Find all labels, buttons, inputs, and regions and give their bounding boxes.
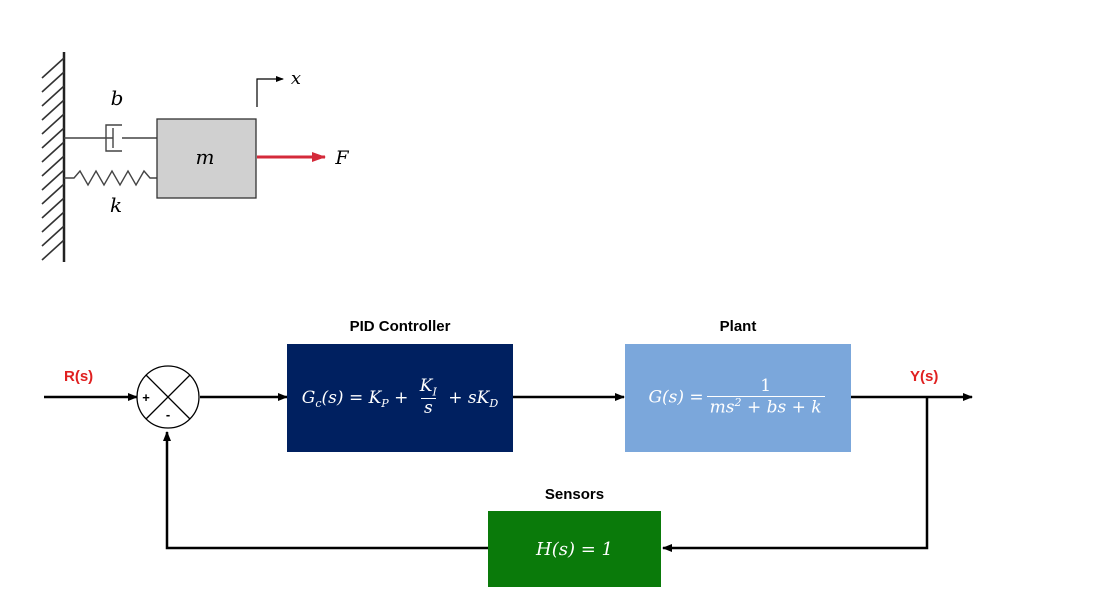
- sum-minus-sign: -: [166, 407, 170, 422]
- displacement-label: x: [291, 68, 301, 89]
- plant-den-rest: + bs + k: [741, 397, 822, 418]
- controller-lhs: G: [301, 387, 316, 408]
- kp-sub: P: [381, 396, 389, 410]
- plant-block: G(s) = 1 ms2 + bs + k: [625, 344, 851, 452]
- damper: [64, 124, 157, 152]
- controller-lhs-arg: (s) = K: [321, 387, 382, 408]
- ki-num: K: [419, 375, 433, 396]
- plant-lhs: G(s) =: [648, 387, 704, 408]
- kd-sub: D: [489, 396, 499, 410]
- sum-plus-sign: +: [142, 390, 150, 405]
- controller-plus-1: +: [388, 387, 414, 408]
- controller-lhs-sub: c: [315, 396, 322, 410]
- plant-num: 1: [760, 375, 772, 396]
- ki-sub: I: [432, 385, 437, 399]
- damper-label: b: [111, 86, 124, 110]
- spring: [64, 169, 157, 187]
- plant-equation: G(s) = 1 ms2 + bs + k: [648, 375, 827, 418]
- ki-den: s: [420, 397, 436, 419]
- signal-lines: [44, 393, 973, 552]
- plant-title: Plant: [719, 318, 757, 335]
- plant-den: ms: [709, 397, 735, 418]
- input-signal-label: R(s): [64, 368, 94, 385]
- wall: [41, 52, 66, 262]
- summing-junction: + -: [136, 365, 200, 429]
- feedback-to-sensor-line: [662, 397, 929, 552]
- mass-block: [156, 118, 257, 199]
- sensor-equation: H(s) = 1: [536, 538, 613, 560]
- sensor-block: H(s) = 1: [488, 511, 661, 587]
- spring-label: k: [110, 193, 122, 217]
- output-signal-label: Y(s): [910, 368, 939, 385]
- displacement-arrow: [256, 76, 284, 107]
- mass-label: m: [196, 145, 215, 169]
- sensor-title: Sensors: [544, 486, 605, 503]
- feedback-to-sum-line: [163, 431, 488, 550]
- force-label: F: [334, 147, 349, 169]
- plant-den-exp: 2: [734, 395, 742, 409]
- controller-plus-2: + sK: [442, 387, 490, 408]
- controller-title: PID Controller: [349, 318, 451, 335]
- plant-fraction: 1 ms2 + bs + k: [706, 375, 825, 418]
